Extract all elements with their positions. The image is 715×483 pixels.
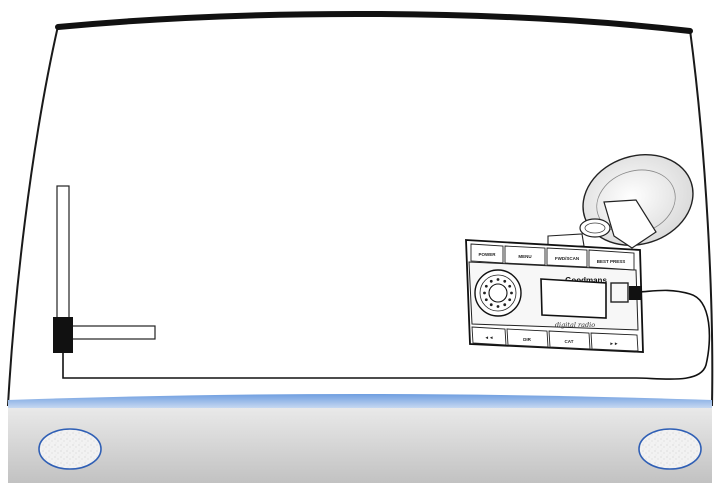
mount-adjust-knob-ridge: [584, 222, 606, 234]
best-press-button-label: BEST PRESS: [597, 259, 626, 264]
dial-dot: [503, 279, 507, 283]
cat-button-label: CAT: [565, 339, 574, 344]
dial-dot: [503, 303, 507, 307]
dashboard-edge-highlight: [8, 394, 712, 412]
previous-button[interactable]: ◄◄: [471, 326, 507, 346]
dial-dot: [489, 303, 493, 307]
dial-center-button[interactable]: [488, 283, 508, 303]
best-press-button[interactable]: BEST PRESS: [588, 249, 635, 271]
next-button-label: ►►: [610, 341, 619, 346]
fwd-scan-button[interactable]: FWD/SCAN: [546, 247, 588, 268]
dir-button-label: DIR: [523, 337, 532, 342]
digital-radio-logo: digital radio: [555, 321, 595, 329]
menu-button-label: MENU: [518, 254, 531, 259]
dial-dot: [496, 278, 500, 281]
mount-arm: [603, 199, 657, 249]
radio-display-screen: [540, 278, 607, 319]
previous-button-label: ◄◄: [485, 335, 494, 340]
dial-dot: [508, 298, 512, 302]
mount-adjust-knob: [579, 218, 611, 238]
dial-dot: [483, 291, 486, 295]
dial-dot: [496, 305, 500, 308]
dial-dots: [483, 278, 513, 308]
antenna-assembly: [53, 185, 711, 380]
dial-dot: [489, 279, 493, 283]
suction-mount: [547, 154, 694, 249]
right-air-vent-icon: [638, 428, 702, 470]
digital-radio-unit: POWER MENU FWD/SCAN BEST PRESS Goodmans: [465, 239, 644, 353]
cat-button[interactable]: CAT: [548, 330, 591, 350]
dashboard-panel: [8, 408, 712, 483]
power-button-label: POWER: [478, 252, 496, 257]
antenna-amplifier-block: [53, 317, 73, 353]
fwd-scan-button-label: FWD/SCAN: [555, 256, 579, 261]
power-button[interactable]: POWER: [470, 243, 504, 264]
bottom-button-row: ◄◄ DIR CAT ►►: [471, 326, 639, 352]
menu-button[interactable]: MENU: [504, 245, 546, 266]
dir-button[interactable]: DIR: [506, 328, 549, 348]
antenna-socket: [629, 286, 642, 300]
top-button-row: POWER MENU FWD/SCAN BEST PRESS: [470, 243, 635, 271]
dial-dot: [510, 291, 513, 295]
antenna-socket-highlight: [610, 282, 629, 303]
antenna-horizontal-strip: [65, 325, 156, 340]
windscreen-top-trim: [55, 10, 693, 34]
antenna-cable: [62, 289, 711, 380]
antenna-vertical-strip: [56, 185, 70, 323]
next-button[interactable]: ►►: [590, 332, 639, 352]
dial-dot: [508, 284, 512, 288]
brand-label: Goodmans: [565, 276, 607, 285]
left-air-vent-icon: [38, 428, 102, 470]
dashboard: [8, 394, 712, 483]
rotary-dial[interactable]: [474, 269, 522, 317]
dial-dot: [484, 298, 488, 302]
dial-dot: [484, 284, 488, 288]
